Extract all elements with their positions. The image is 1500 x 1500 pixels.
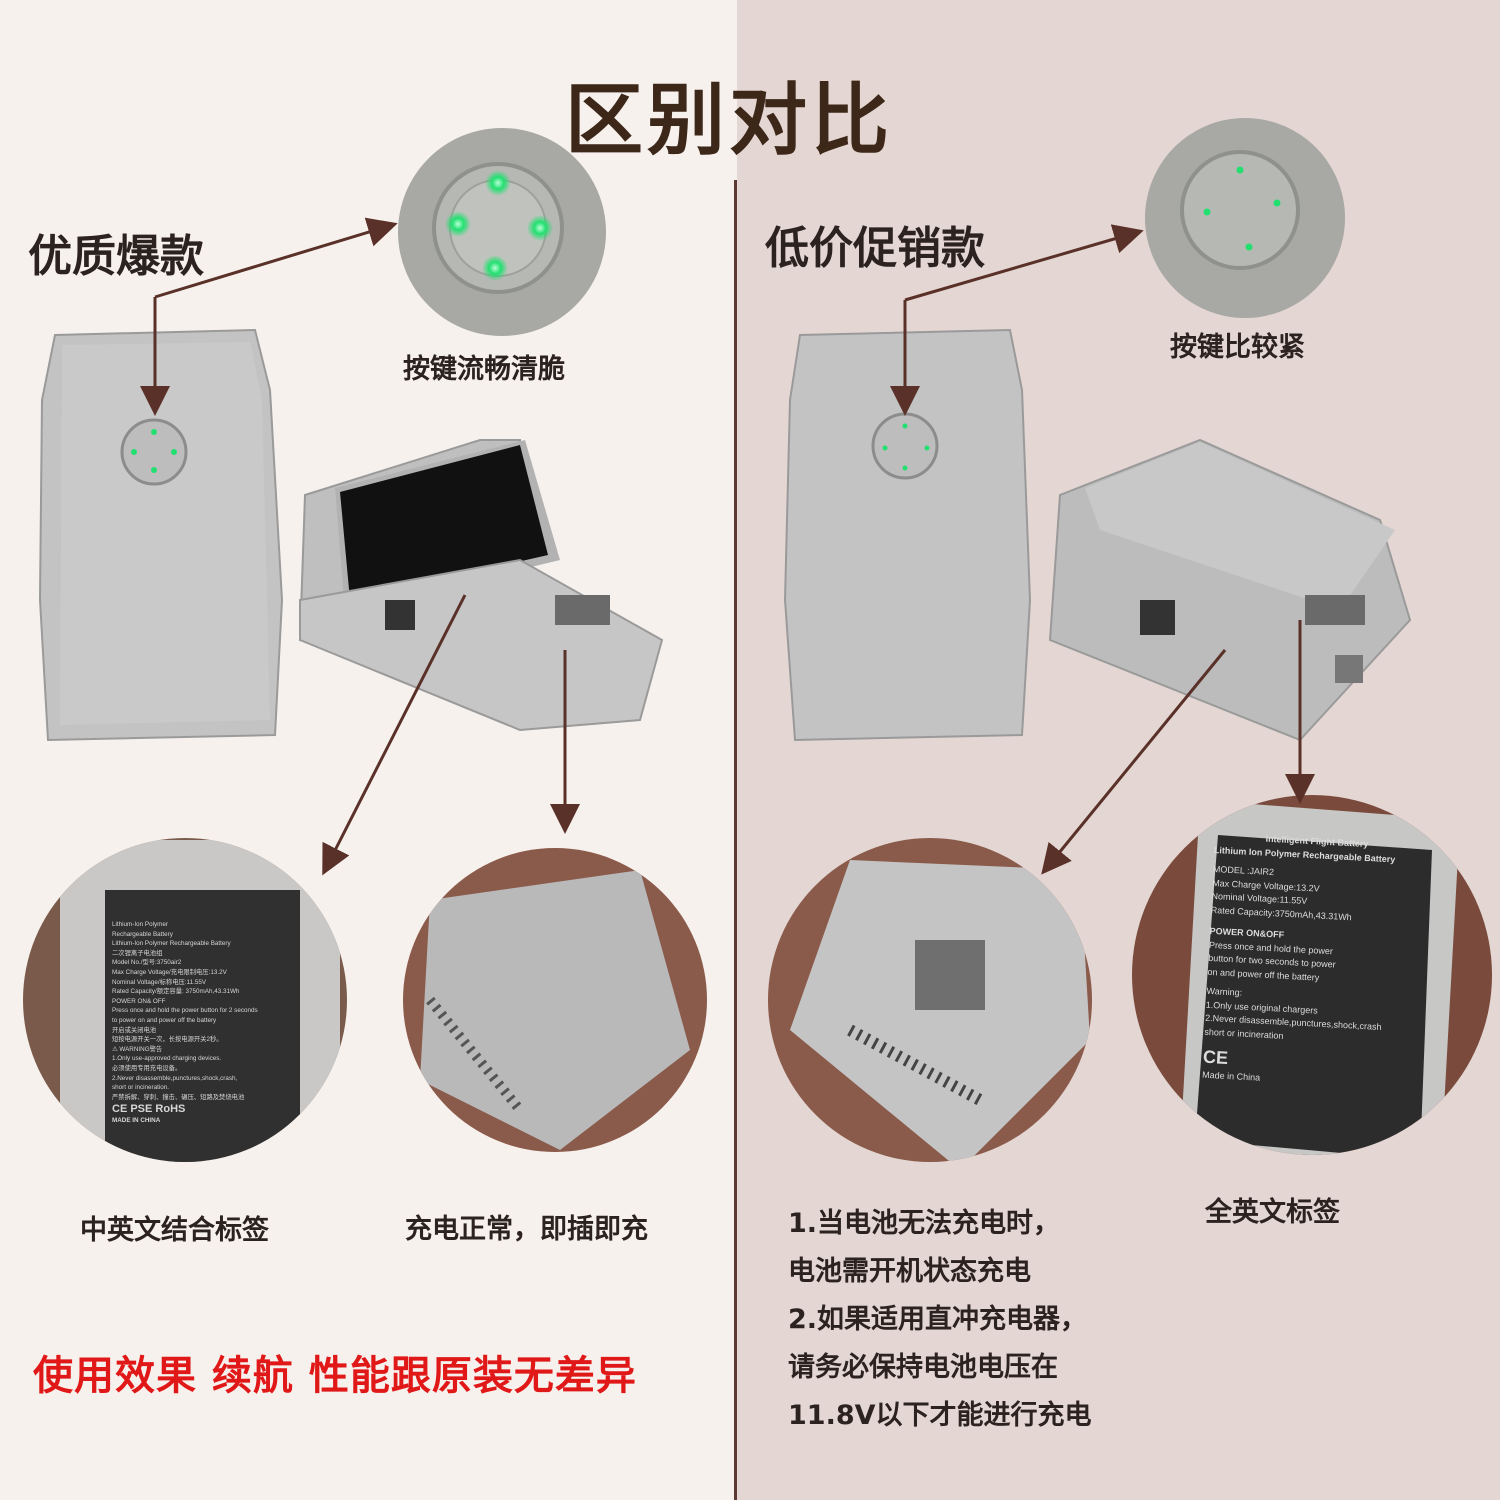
led-indicator xyxy=(1273,199,1281,207)
right-label-text-block: Intelligent Flight Battery Lithium Ion P… xyxy=(1201,833,1396,1083)
left-panel xyxy=(0,0,737,1500)
left-label-text-block: Lithium-Ion Polymer Rechargeable Battery… xyxy=(112,921,258,1125)
note-line: 请务必保持电池电压在 xyxy=(788,1352,1058,1383)
left-button-caption: 按键流畅清脆 xyxy=(403,354,565,385)
left-label-caption: 中英文结合标签 xyxy=(80,1215,269,1246)
page-title: 区别对比 xyxy=(565,76,894,166)
left-footer-claim: 使用效果 续航 性能跟原装无差异 xyxy=(33,1353,637,1399)
left-battery-front xyxy=(38,328,284,742)
right-connector-zoom-photo xyxy=(768,838,1092,1162)
led-indicator xyxy=(1203,208,1211,216)
led-indicator xyxy=(485,170,511,196)
led-indicator xyxy=(445,211,471,237)
right-button-zoom-photo xyxy=(1145,118,1345,318)
right-notes: 1.当电池无法充电时， 电池需开机状态充电 2.如果适用直冲充电器， 请务必保持… xyxy=(788,1200,1092,1440)
note-line: 11.8V以下才能进行充电 xyxy=(788,1400,1092,1431)
left-heading: 优质爆款 xyxy=(28,231,204,282)
left-connector-zoom-photo xyxy=(403,848,707,1152)
led-indicator xyxy=(1245,243,1253,251)
right-heading: 低价促销款 xyxy=(765,223,985,274)
right-label-caption: 全英文标签 xyxy=(1205,1197,1340,1228)
right-label-zoom-photo xyxy=(1132,795,1492,1155)
led-indicator xyxy=(1236,166,1244,174)
center-divider xyxy=(734,180,737,1500)
right-battery-side xyxy=(1048,438,1412,742)
left-button-zoom-photo xyxy=(398,128,606,336)
right-button-caption: 按键比较紧 xyxy=(1170,332,1305,363)
note-line: 1.当电池无法充电时， xyxy=(788,1208,1061,1239)
callout-arrows xyxy=(140,217,1315,876)
right-battery-front xyxy=(783,328,1032,742)
left-charge-caption: 充电正常，即插即充 xyxy=(405,1214,648,1245)
note-line: 2.如果适用直冲充电器， xyxy=(788,1304,1088,1335)
left-label-zoom-photo xyxy=(23,838,347,1162)
led-indicator xyxy=(482,255,508,281)
led-indicator xyxy=(527,215,553,241)
left-battery-side xyxy=(298,439,664,732)
note-line: 电池需开机状态充电 xyxy=(788,1256,1031,1287)
